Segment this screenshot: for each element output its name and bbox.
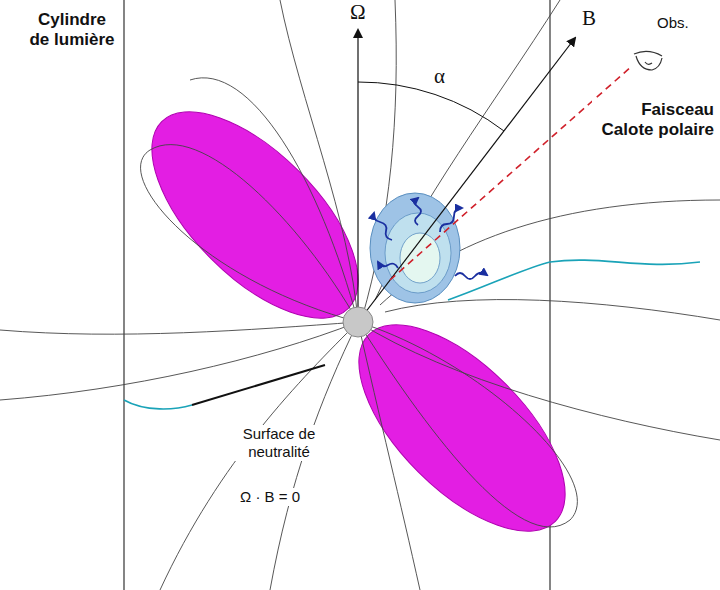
observer-label: Obs. <box>655 14 691 32</box>
light-cylinder <box>123 0 124 590</box>
axis-label: Ω <box>348 0 368 25</box>
angle-arc <box>358 82 504 131</box>
neutral-surface-edge <box>192 365 325 405</box>
neutral-surface <box>124 400 192 409</box>
neutral-surface-label: Surface de neutralité <box>222 425 336 461</box>
equation-label: Ω · B = 0 <box>238 488 302 506</box>
neutral-surface <box>448 260 700 300</box>
emission-lobe <box>325 291 599 565</box>
rotation-axis <box>357 30 358 322</box>
emission-lobe <box>118 78 392 352</box>
angle-label: α <box>432 64 447 89</box>
beam-line <box>390 66 632 280</box>
photon-arrows <box>374 198 487 279</box>
neutron-star <box>343 307 373 337</box>
field-label: B <box>580 6 598 31</box>
light-cylinder-label: Cylindre de lumière <box>26 10 118 51</box>
beam-label: Faisceau Calote polaire <box>592 100 716 141</box>
observer-eye <box>634 51 662 70</box>
